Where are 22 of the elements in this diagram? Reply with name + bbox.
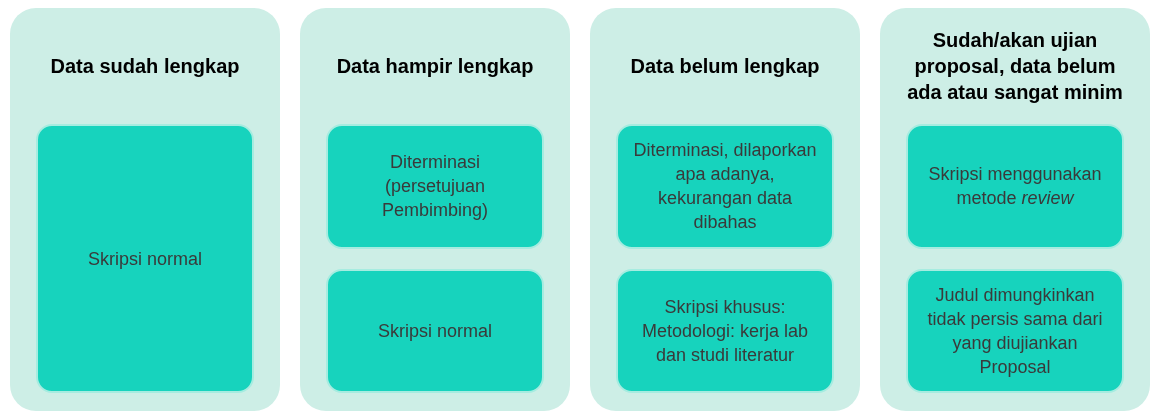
content-box (36, 124, 254, 393)
box-text: Skripsi normal (88, 247, 202, 271)
box-text: Skripsi khusus: Metodologi: kerja lab dan studi literatur (640, 295, 810, 367)
box-text: Skripsi menggunakan metode review (927, 163, 1103, 211)
column-title: Data belum lengkap (630, 54, 820, 79)
column-panel (10, 8, 280, 411)
column-panel (300, 8, 570, 411)
column-title: Sudah/akan ujian proposal, data belum ada atau sangat minim (906, 28, 1124, 105)
column-title: Data sudah lengkap (50, 54, 240, 79)
content-box (326, 268, 544, 393)
content-box (326, 124, 544, 249)
box-text: Diterminasi, dilaporkan apa adanya, kekurangan data dibahas (632, 139, 818, 235)
content-box (616, 268, 834, 393)
content-box (616, 124, 834, 249)
column-panel (880, 8, 1150, 411)
content-box (906, 124, 1124, 249)
box-text: Judul dimungkinkan tidak persis sama dari yang diujiankan Proposal (926, 283, 1104, 379)
box-text: Diterminasi (persetujuan Pembimbing) (380, 151, 489, 223)
column-panel (590, 8, 860, 411)
box-text: Skripsi normal (378, 319, 492, 343)
column-title: Data hampir lengkap (336, 54, 534, 79)
content-box (906, 268, 1124, 393)
